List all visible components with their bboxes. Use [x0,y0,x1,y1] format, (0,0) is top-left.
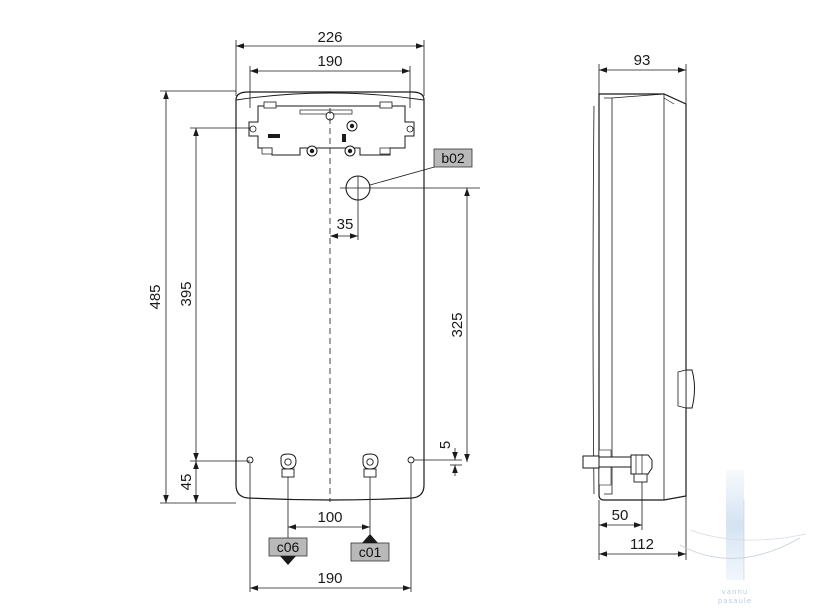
heater-body-outline [235,91,425,501]
watermark-swoosh [679,537,801,559]
hot-water-outlet-arrow [280,556,296,565]
dim-small-gap: 5 [414,441,462,476]
right-mount-hole [407,456,415,464]
dim-overall-height-value: 485 [147,284,164,309]
watermark-bar [726,470,744,580]
front-view: b02 226 190 [147,29,480,592]
dim-depth: 93 [598,52,687,104]
dim-bracket-width-value: 190 [317,53,342,70]
dim-total-depth: 112 [599,496,687,560]
mounting-bracket [248,101,415,157]
dim-depth-value: 93 [634,52,651,69]
watermark-line1: vannu [722,588,749,596]
dim-center-offset-value: 35 [337,216,354,233]
side-pipe-fitting [582,454,653,483]
dim-pipe-depth: 50 [598,482,643,560]
dim-small-gap-value: 5 [437,441,454,449]
tag-c01-label: c01 [359,544,382,560]
control-knob [677,369,695,409]
dim-bottom-offset-value: 45 [178,474,195,491]
dim-outlet-to-top-value: 325 [449,312,466,337]
dim-center-offset: 35 [330,216,358,239]
side-view: 93 50 112 [582,52,695,560]
dim-overall-width: 226 [235,29,425,96]
dim-pipe-spacing: 100 [287,477,371,540]
tag-b02-label: b02 [441,150,465,166]
side-body-inner [604,97,613,495]
tag-c06: c06 [268,537,308,565]
dim-bottom-width-value: 190 [317,570,342,587]
dim-bracket-width: 190 [249,53,411,108]
cold-water-inlet-pipe [362,453,379,478]
dim-bracket-height-value: 395 [178,281,195,306]
left-mount-hole [246,456,254,464]
cold-water-inlet-arrow [362,534,378,543]
dim-overall-width-value: 226 [317,29,342,46]
dim-bottom-offset: 45 [178,461,199,503]
dim-pipe-depth-value: 50 [612,507,629,524]
top-panel-curve [235,92,425,101]
watermark-logo: vannu pasaule [679,470,807,605]
tag-c01: c01 [350,534,390,562]
hot-water-outlet-pipe [280,453,297,478]
tag-b02: b02 [433,148,473,168]
dim-overall-height: 485 [147,90,236,504]
dim-outlet-to-top: 325 [449,188,470,462]
watermark-line2: pasaule [718,597,752,605]
dim-pipe-spacing-value: 100 [317,509,342,526]
side-front-edge [592,105,595,495]
dim-bracket-height: 395 [178,127,250,462]
dim-total-depth-value: 112 [630,536,654,553]
electrical-entry-marker [340,165,480,240]
tag-c06-label: c06 [277,539,300,555]
dim-bottom-width: 190 [249,464,412,592]
